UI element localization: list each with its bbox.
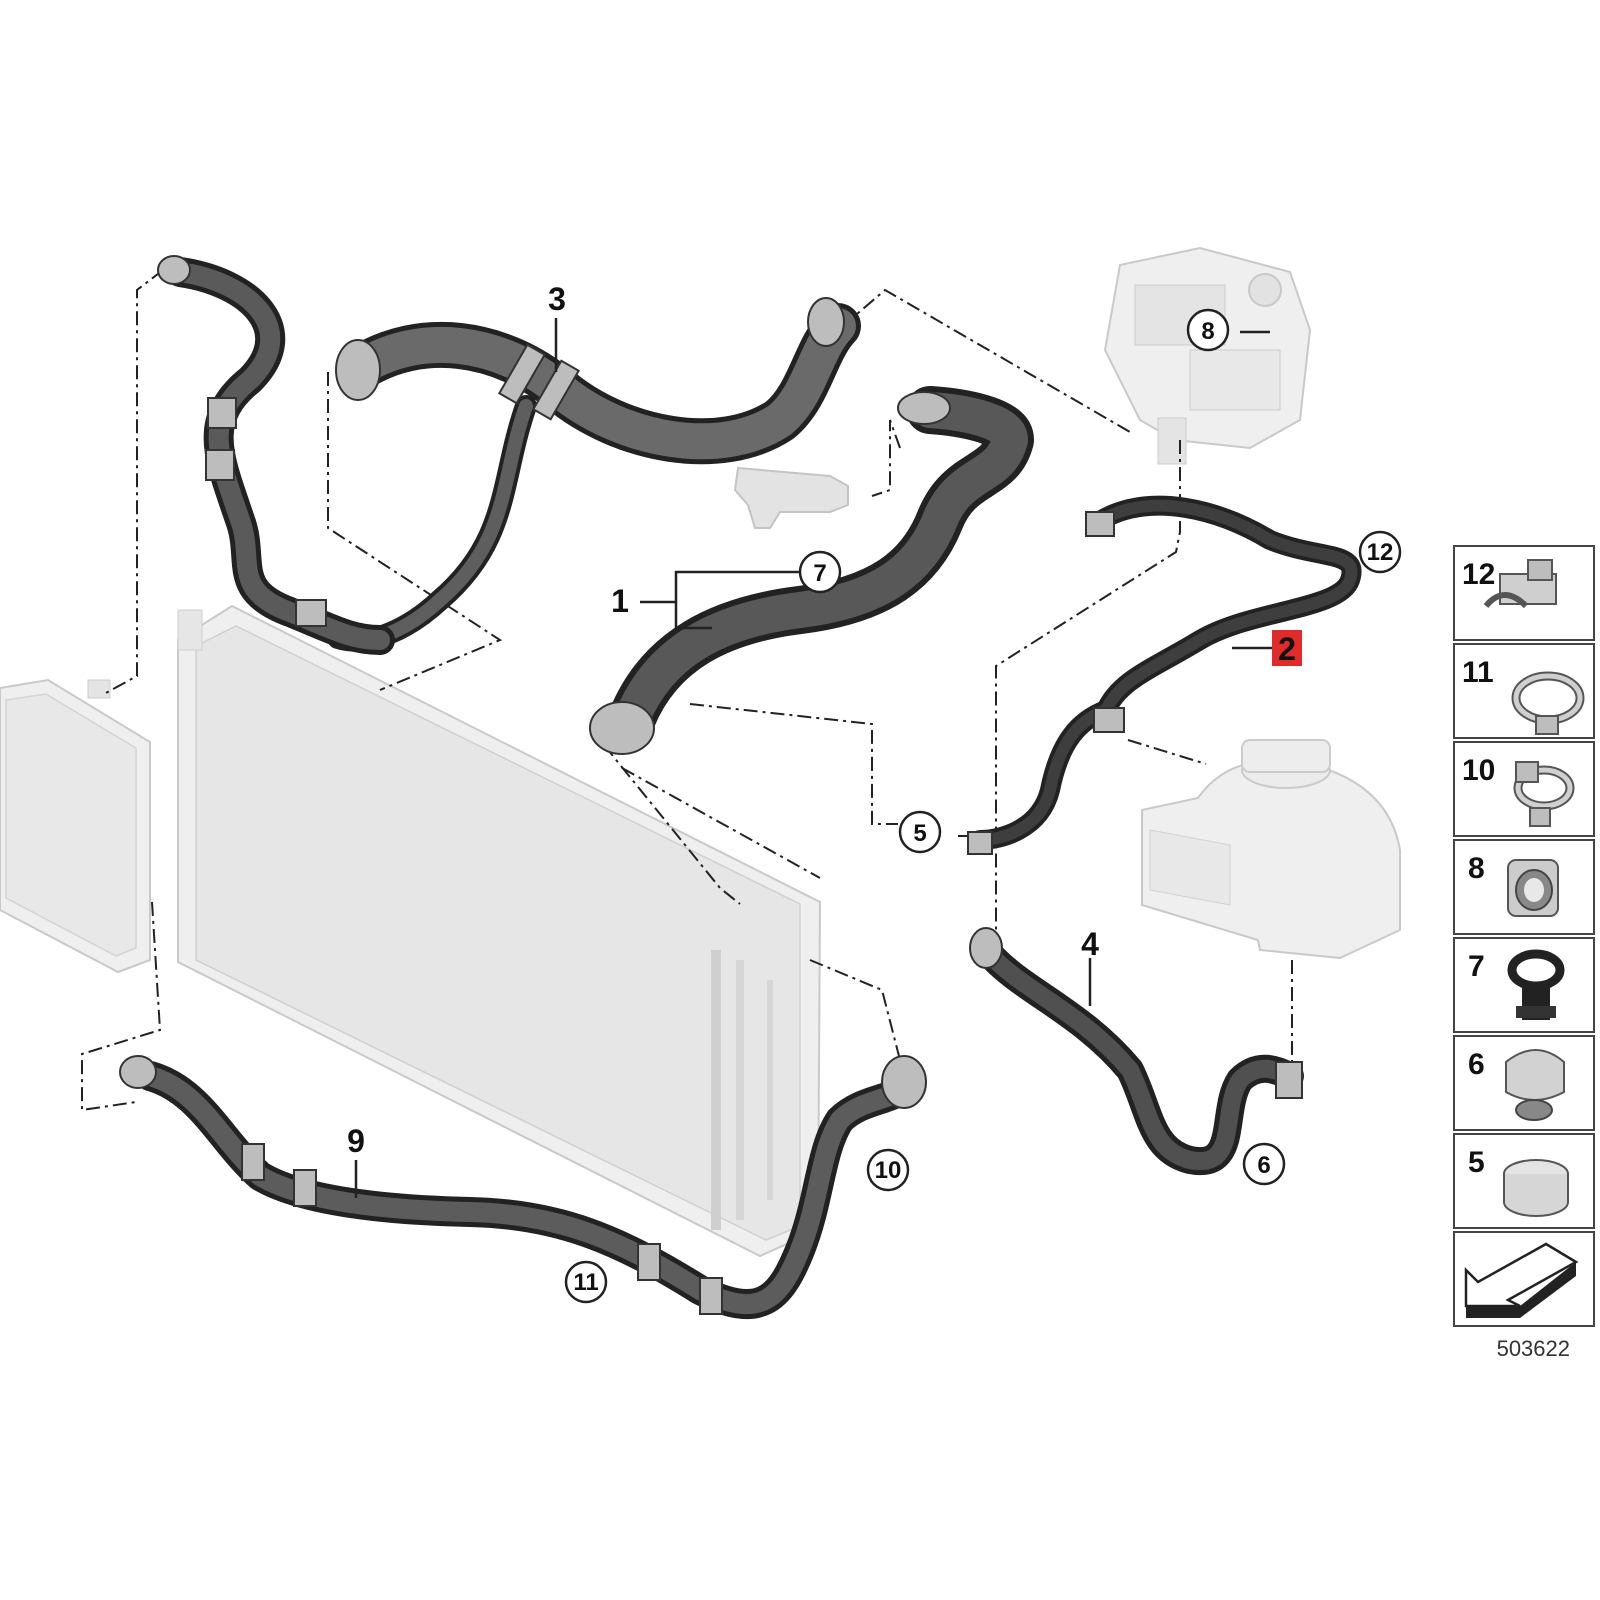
part-label-3: 3 — [548, 281, 566, 317]
panel-item-11: 11 — [1453, 643, 1595, 739]
expansion-tank — [1141, 739, 1401, 960]
svg-text:5: 5 — [1468, 1146, 1485, 1179]
svg-text:12: 12 — [1462, 558, 1495, 591]
panel-item-7: 7 — [1453, 937, 1595, 1033]
svg-text:8: 8 — [1468, 852, 1485, 885]
direction-arrow-icon — [1464, 1242, 1579, 1318]
radiator — [177, 604, 822, 1258]
panel-item-12: 12 — [1453, 545, 1595, 641]
panel-item-10: 10 — [1453, 741, 1595, 837]
clip-holder-icon — [1483, 559, 1557, 609]
connector-piece — [733, 466, 849, 529]
callout-11: 11 — [564, 1260, 608, 1304]
hose-clip-icon — [1513, 761, 1575, 827]
part-label-2: 2 — [1278, 631, 1296, 667]
callout-7: 7 — [798, 550, 842, 594]
band-clamp-icon — [1503, 1159, 1569, 1217]
part-label-9: 9 — [347, 1123, 365, 1159]
callout-6: 6 — [1242, 1142, 1286, 1186]
part-label-1: 1 — [611, 583, 629, 619]
callout-10: 10 — [866, 1148, 910, 1192]
callout-8: 8 — [1186, 308, 1230, 352]
auxiliary-radiator — [0, 678, 151, 974]
svg-text:12: 12 — [1367, 539, 1394, 566]
retaining-clip-icon — [1505, 1049, 1565, 1121]
cable-tie-clip-icon — [1507, 949, 1565, 1020]
callout-12: 12 — [1358, 530, 1402, 574]
svg-text:10: 10 — [1462, 754, 1495, 787]
parts-panel: 12 11 10 — [1453, 545, 1595, 1327]
panel-item-8: 8 — [1453, 839, 1595, 935]
panel-arrow-box — [1453, 1231, 1595, 1327]
svg-text:11: 11 — [573, 1269, 598, 1296]
callout-5: 5 — [898, 810, 942, 854]
svg-text:11: 11 — [1462, 656, 1494, 689]
hose-fittings — [119, 255, 1303, 1315]
svg-text:5: 5 — [913, 820, 926, 847]
svg-text:7: 7 — [1468, 950, 1485, 983]
part-label-4: 4 — [1081, 926, 1099, 962]
part-label-2-highlight — [1272, 630, 1302, 666]
svg-text:6: 6 — [1468, 1048, 1485, 1081]
quick-connector-icon — [1507, 859, 1559, 917]
svg-text:8: 8 — [1201, 318, 1214, 345]
svg-text:6: 6 — [1257, 1152, 1270, 1179]
water-pump — [1103, 246, 1312, 465]
svg-text:10: 10 — [875, 1157, 902, 1184]
panel-item-5: 5 — [1453, 1133, 1595, 1229]
diagram-reference-number: 503622 — [1497, 1336, 1570, 1361]
svg-text:7: 7 — [813, 560, 826, 587]
panel-item-6: 6 — [1453, 1035, 1595, 1131]
connection-lines — [81, 269, 1293, 1112]
hose-clamp-icon — [1511, 671, 1585, 735]
